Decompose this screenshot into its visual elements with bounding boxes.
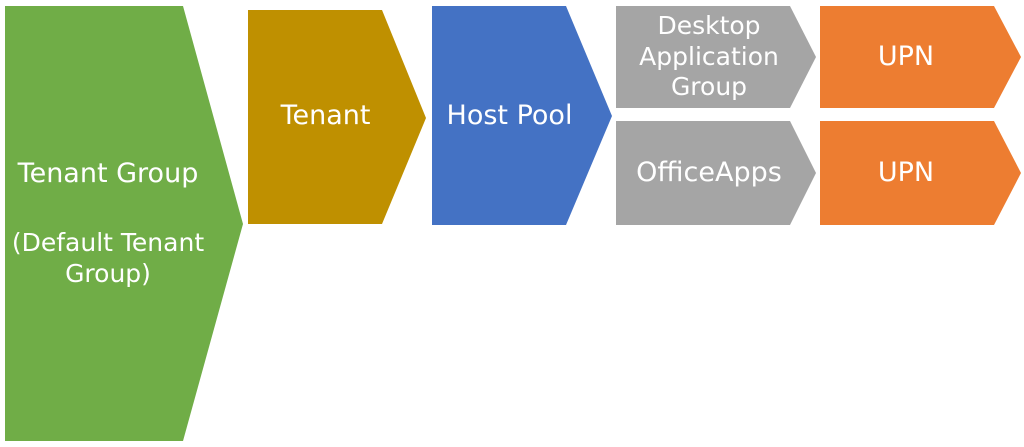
tenant-group-subtitle-line1: (Default Tenant: [11, 228, 205, 257]
officeapps-title: OfficeApps: [636, 157, 782, 188]
officeapps-shape: [616, 121, 816, 225]
tenant-group-title: Tenant Group: [17, 158, 199, 189]
desktop-app-group-title: Desktop Application Group: [616, 11, 802, 103]
tenant-group-subtitle: (Default Tenant Group): [8, 228, 208, 289]
tenant-group-shape: [5, 6, 243, 441]
upn-1-title: UPN: [877, 41, 935, 72]
upn-2-title: UPN: [877, 157, 935, 188]
desktop-app-group-line3: Group: [670, 72, 748, 101]
desktop-app-group-line1: Desktop: [657, 11, 761, 40]
host-pool-title: Host Pool: [446, 100, 573, 131]
tenant-shape: [248, 10, 426, 224]
upn-1-shape: [820, 6, 1021, 108]
tenant-group-subtitle-line2: Group): [65, 258, 151, 288]
host-pool-shape: [432, 6, 612, 225]
tenant-title: Tenant: [280, 100, 371, 131]
desktop-app-group-line2: Application: [639, 41, 779, 71]
desktop-app-group-shape: [616, 6, 816, 108]
upn-2-shape: [820, 121, 1021, 225]
